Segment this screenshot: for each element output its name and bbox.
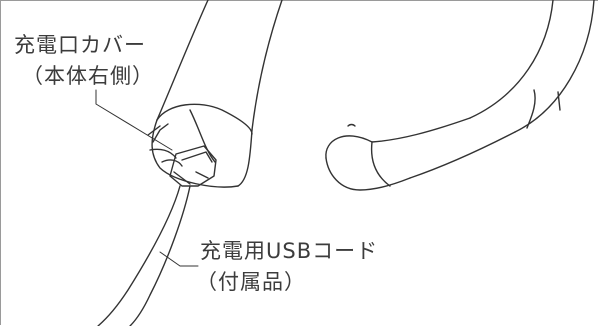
usb-plug (169, 145, 217, 187)
leader-line-cable (159, 251, 199, 267)
leader-line-port (95, 89, 173, 151)
charge-port-cover-label: 充電口カバー (14, 33, 146, 57)
left-arm-body (156, 0, 283, 187)
usb-cable (97, 185, 191, 326)
right-arm-body (325, 0, 595, 191)
charge-port-location-label: （本体右側） (22, 64, 154, 88)
usb-cable-note-label: （付属品） (196, 270, 306, 294)
usb-cable-label: 充電用USBコード (200, 239, 379, 263)
charging-port-cover (147, 119, 239, 188)
